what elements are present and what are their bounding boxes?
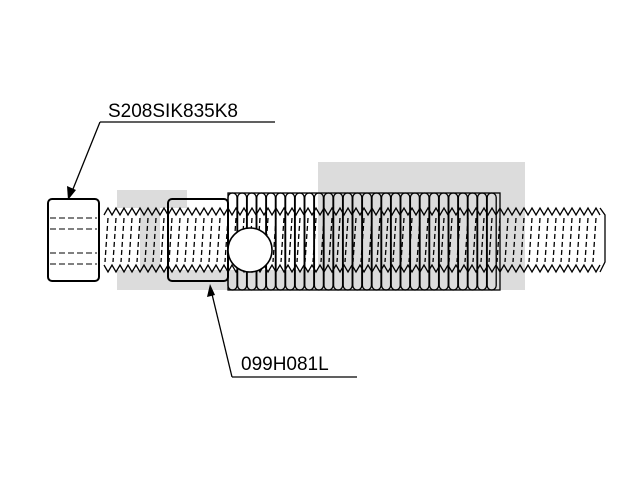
- thread-line: [464, 217, 469, 263]
- thread-line: [536, 217, 541, 263]
- thread-line: [304, 217, 309, 263]
- thread-line: [568, 217, 573, 263]
- thread-line: [160, 217, 165, 263]
- screw-head-hidden-lines: [50, 217, 97, 265]
- thread-line: [472, 217, 477, 263]
- thread-line: [480, 217, 485, 263]
- thread-line: [392, 217, 397, 263]
- watermark: [117, 162, 525, 290]
- sleeve-part-number: 099H081L: [241, 354, 329, 375]
- thread-line: [448, 217, 453, 263]
- thread-line: [544, 217, 549, 263]
- thread-line: [104, 217, 109, 263]
- thread-line: [512, 217, 517, 263]
- thread-line: [344, 217, 349, 263]
- thread-line: [328, 217, 333, 263]
- thread-line: [528, 217, 533, 263]
- thread-line: [504, 217, 509, 263]
- thread-line: [416, 217, 421, 263]
- thread-line: [216, 217, 221, 263]
- coil-turn: [486, 192, 497, 291]
- screw-head: [47, 198, 100, 282]
- thread-line: [176, 217, 181, 263]
- thread-line: [208, 217, 213, 263]
- callout-screw: S208SIK835K8: [67, 101, 275, 200]
- thread-line: [400, 217, 405, 263]
- callout-sleeve: 099H081L: [207, 284, 357, 378]
- thread-line: [288, 217, 293, 263]
- thread-line: [352, 217, 357, 263]
- thread-line: [120, 217, 125, 263]
- thread-line: [576, 217, 581, 263]
- thread-line: [112, 217, 117, 263]
- thread-line: [336, 217, 341, 263]
- thread-line: [184, 217, 189, 263]
- thread-line: [592, 217, 597, 263]
- thread-line: [136, 217, 141, 263]
- thread-line: [584, 217, 589, 263]
- thread-line: [128, 217, 133, 263]
- thread-line: [296, 217, 301, 263]
- thread-line: [552, 217, 557, 263]
- thread-line: [144, 217, 149, 263]
- thread-line: [520, 217, 525, 263]
- cross-hole: [227, 227, 273, 273]
- thread-line: [384, 217, 389, 263]
- thread-line: [152, 217, 157, 263]
- thread-line: [488, 217, 493, 263]
- thread-line: [320, 217, 325, 263]
- thread-line: [224, 217, 229, 263]
- thread-line: [280, 217, 285, 263]
- thread-line: [192, 217, 197, 263]
- thread-line: [440, 217, 445, 263]
- thread-line: [200, 217, 205, 263]
- thread-line: [168, 217, 173, 263]
- thread-line: [272, 217, 277, 263]
- thread-line: [432, 217, 437, 263]
- screw-part-number: S208SIK835K8: [108, 101, 238, 122]
- rod-end: [599, 207, 606, 273]
- thread-line: [376, 217, 381, 263]
- thread-line: [560, 217, 565, 263]
- thread-line: [368, 217, 373, 263]
- thread-line: [496, 217, 501, 263]
- thread-line: [424, 217, 429, 263]
